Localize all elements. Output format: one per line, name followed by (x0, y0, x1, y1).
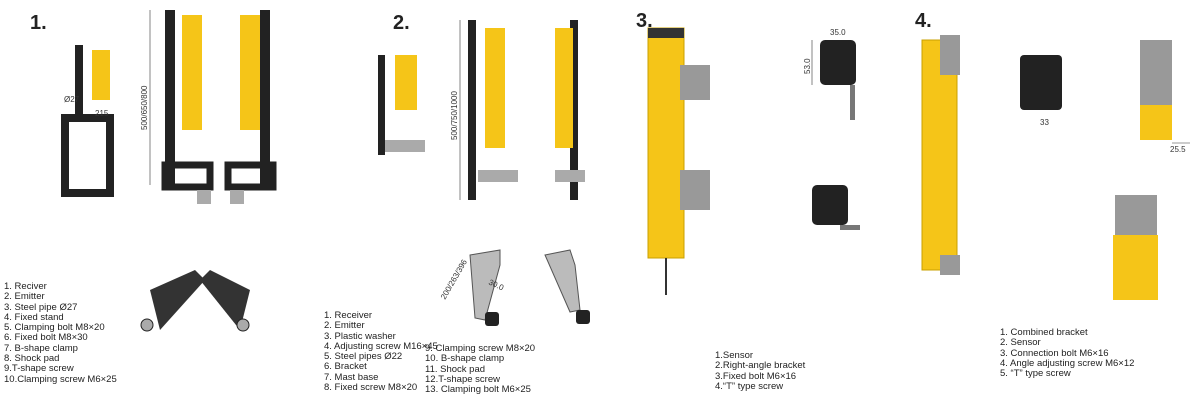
section-3-drawing: 35.0 53.0 (647, 27, 860, 295)
dim-angle-arm: 200/263/396 (439, 257, 469, 301)
legend-item: 3.Fixed bolt M6×16 (715, 370, 797, 382)
legend-item: 8. Fixed screw M8×20 (324, 382, 418, 394)
legend-section-4: 1. Combined bracket 2. Sensor 3. Connect… (1000, 327, 1135, 380)
legend-item: 9. Clamping screw M8×20 (425, 343, 536, 354)
legend-item: 2.Right-angle bracket (715, 360, 806, 372)
legend-item: 5. Clamping bolt M8×20 (4, 322, 105, 334)
section-1-drawing: 500/650/800 Ø27 215 (61, 10, 277, 332)
legend-item: 5. Steel pipes Ø22 (324, 351, 403, 363)
dim-label: 215 (95, 109, 109, 118)
dim-label: Ø27 (64, 95, 80, 104)
legend-item: 7. B-shape clamp (4, 342, 78, 354)
legend-item: 5. “T” type screw (1000, 368, 1071, 380)
legend-item: 4. Adjusting screw M16×45 (324, 340, 438, 352)
dim-sensor-height: 53.0 (803, 58, 812, 74)
legend-item: 12.T-shape screw (425, 373, 500, 385)
legend-item: 4.“T” type screw (715, 380, 784, 392)
legend-item: 3. Connection bolt M6×16 (1000, 347, 1109, 359)
section-4-number: 4. (915, 10, 932, 32)
dim-label: 35.0 (830, 28, 846, 37)
legend-item: 1.Sensor (715, 350, 754, 361)
legend-section-2b: 9. Clamping screw M8×20 10. B-shape clam… (425, 343, 536, 396)
section-2-number: 2. (393, 12, 410, 34)
dim-side-width: 25.5 (1170, 145, 1186, 154)
legend-section-1: 1. Reciver 2. Emitter 3. Steel pipe Ø27 … (4, 281, 117, 385)
legend-item: 1. Combined bracket (1000, 327, 1088, 338)
section-3-number: 3. (636, 10, 653, 32)
legend-item: 11. Shock pad (425, 363, 486, 375)
legend-item: 6. Bracket (324, 361, 367, 373)
legend-item: 4. Angle adjusting screw M6×12 (1000, 357, 1135, 369)
legend-item: 2. Emitter (324, 320, 365, 332)
legend-section-3: 1.Sensor 2.Right-angle bracket 3.Fixed b… (715, 350, 806, 392)
legend-item: 13. Clamping bolt M6×25 (425, 384, 531, 396)
legend-item: 6. Fixed bolt M8×30 (4, 332, 88, 344)
legend-item: 4. Fixed stand (4, 311, 64, 323)
dim-label: 33 (1040, 118, 1049, 127)
legend-item: 1. Reciver (4, 281, 47, 292)
legend-item: 10. B-shape clamp (425, 353, 505, 365)
legend-section-2a: 1. Receiver 2. Emitter 3. Plastic washer… (324, 310, 438, 394)
legend-item: 8. Shock pad (4, 353, 60, 365)
legend-item: 2. Sensor (1000, 337, 1041, 349)
section-2-drawing: 500/750/1000 200/263/396 30.0 (378, 20, 590, 326)
legend-item: 2. Emitter (4, 291, 45, 303)
legend-item: 3. Steel pipe Ø27 (4, 301, 78, 313)
dim-height-1: 500/650/800 (140, 85, 149, 130)
legend-item: 10.Clamping screw M6×25 (4, 373, 117, 385)
legend-item: 7. Mast base (324, 371, 379, 383)
legend-item: 9.T-shape screw (4, 363, 74, 375)
legend-item: 3. Plastic washer (324, 330, 396, 342)
section-1-number: 1. (30, 12, 47, 34)
section-4-drawing: 33 25.5 (921, 35, 1190, 300)
legend-item: 1. Receiver (324, 310, 373, 321)
dim-height-2: 500/750/1000 (450, 91, 459, 140)
